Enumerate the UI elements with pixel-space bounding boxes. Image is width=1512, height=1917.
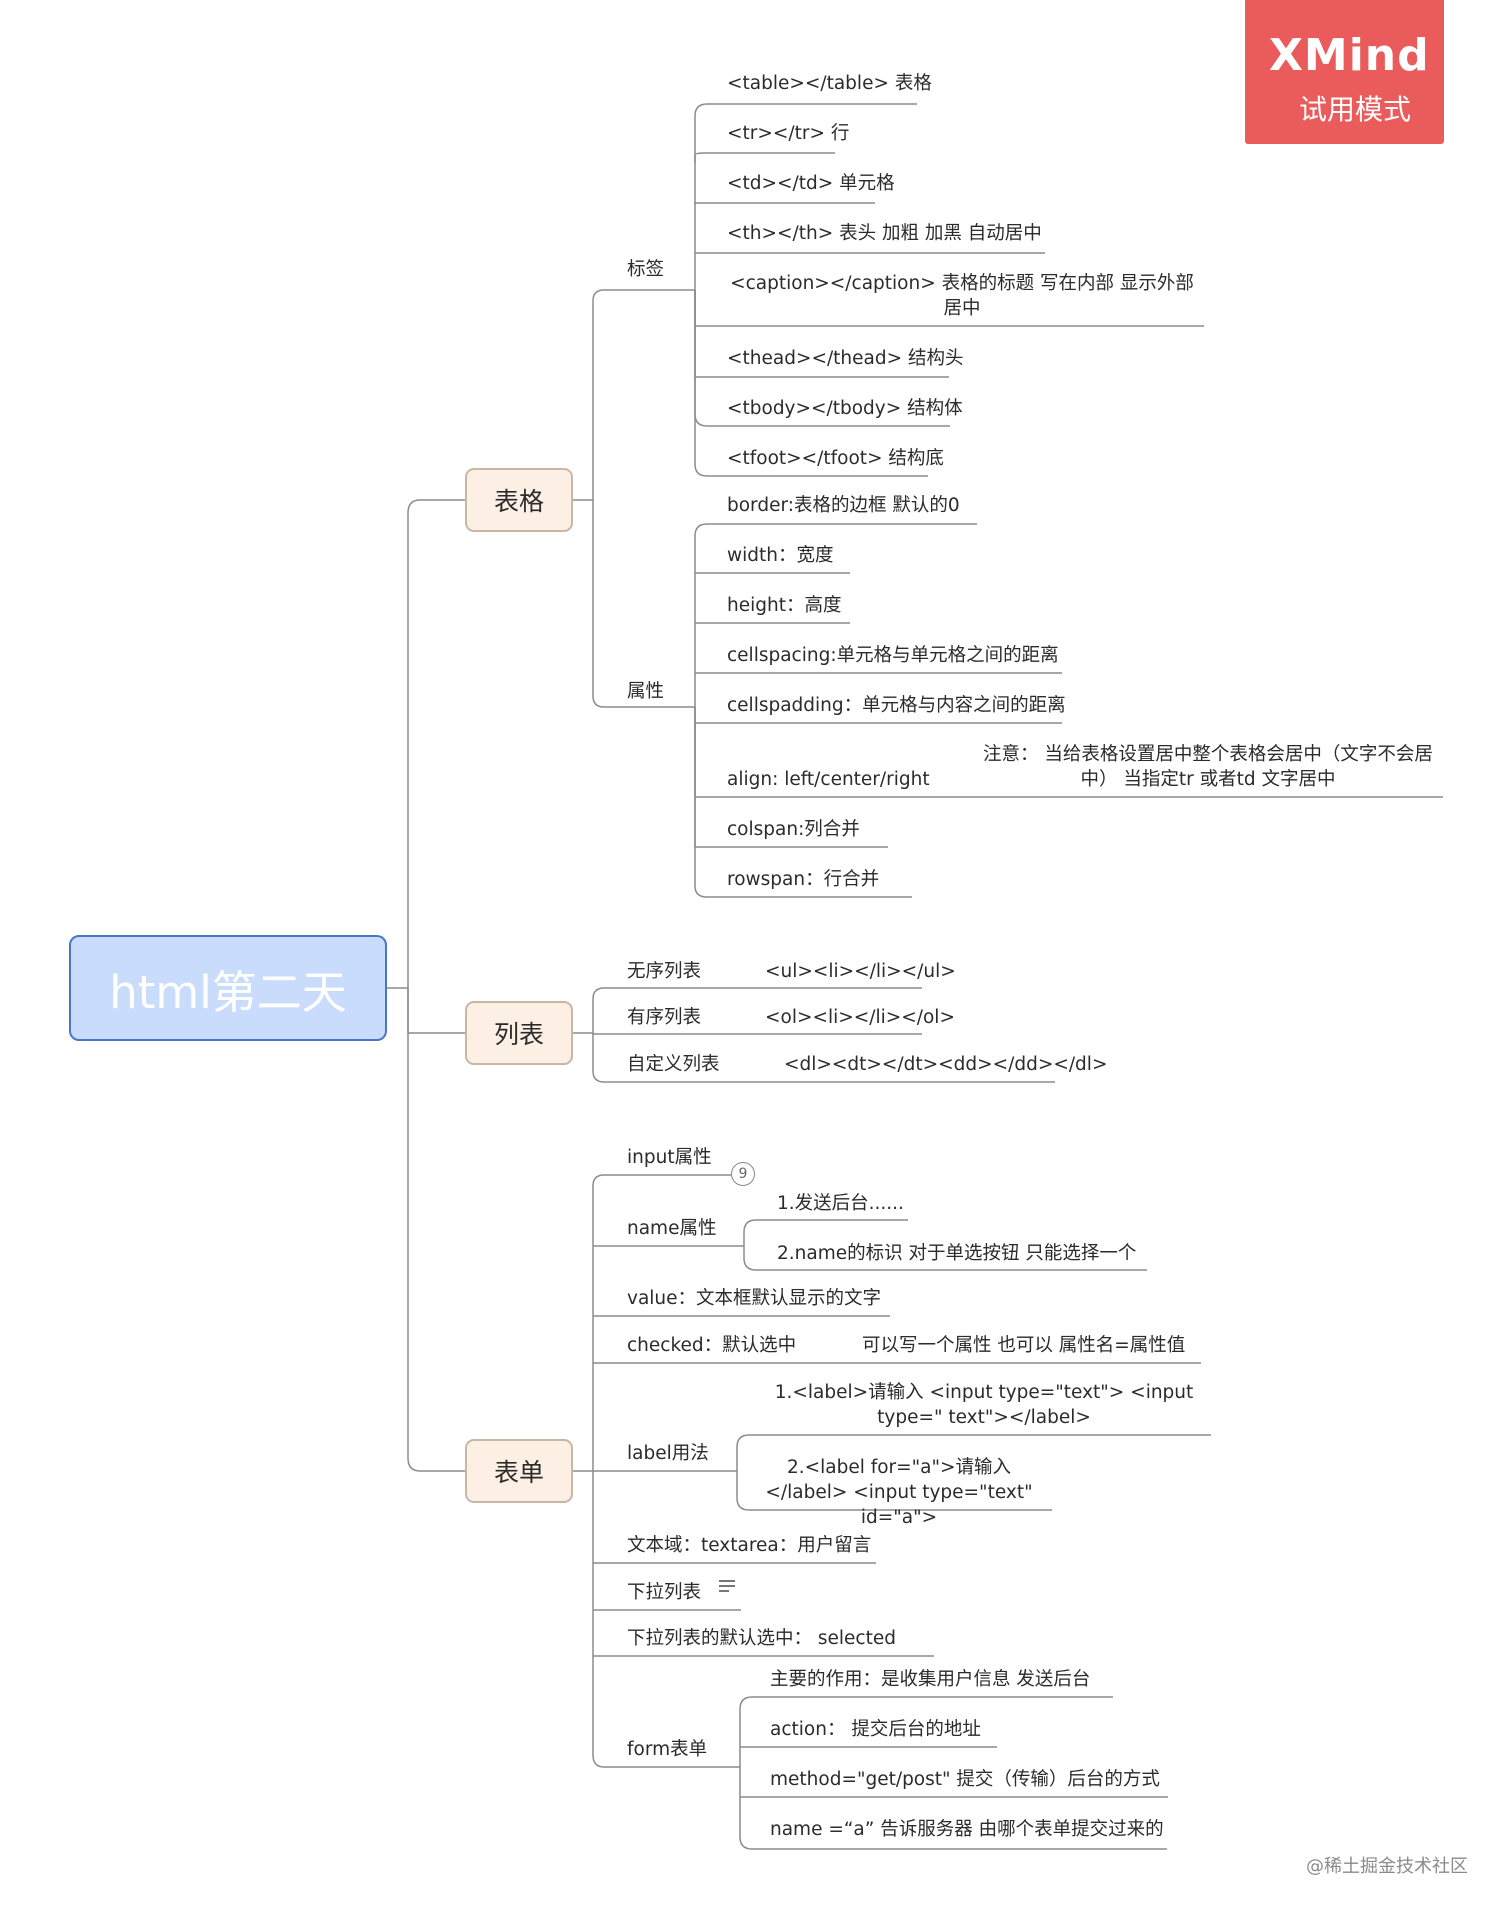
form-select-default[interactable]: 下拉列表的默认选中： selected bbox=[627, 1628, 896, 1649]
label-usage-item[interactable]: 1.<label>请输入 <input type="text"> <input … bbox=[774, 1382, 1194, 1428]
subtopic-attributes[interactable]: 属性 bbox=[627, 681, 665, 702]
list-type-name[interactable]: 无序列表 bbox=[627, 961, 702, 982]
form-value-attr[interactable]: value：文本框默认显示的文字 bbox=[627, 1288, 882, 1309]
form-tag-item[interactable]: action： 提交后台的地址 bbox=[770, 1719, 981, 1740]
tag-item[interactable]: <tfoot></tfoot> 结构底 bbox=[727, 448, 944, 469]
collapsed-count-badge[interactable]: 9 bbox=[731, 1162, 755, 1186]
attr-item[interactable]: width：宽度 bbox=[727, 545, 834, 566]
topic-table[interactable]: 表格 bbox=[465, 468, 573, 532]
form-checked[interactable]: checked：默认选中 bbox=[627, 1335, 797, 1356]
name-attr-item[interactable]: 2.name的标识 对于单选按钮 只能选择一个 bbox=[777, 1243, 1137, 1264]
list-type-name[interactable]: 自定义列表 bbox=[627, 1054, 720, 1075]
form-tag-item[interactable]: name =“a” 告诉服务器 由哪个表单提交过来的 bbox=[770, 1819, 1164, 1840]
badge-mode: 试用模式 bbox=[1299, 93, 1412, 126]
align-note[interactable]: 注意： 当给表格设置居中整个表格会居中（文字不会居中） 当指定tr 或者td 文… bbox=[983, 744, 1433, 790]
tag-item[interactable]: <tr></tr> 行 bbox=[727, 123, 850, 144]
form-tag-item[interactable]: 主要的作用：是收集用户信息 发送后台 bbox=[770, 1669, 1091, 1690]
form-form-tag[interactable]: form表单 bbox=[627, 1739, 708, 1760]
topic-list[interactable]: 列表 bbox=[465, 1001, 573, 1065]
tag-item[interactable]: <caption></caption> 表格的标题 写在内部 显示外部 居中 bbox=[730, 273, 1194, 319]
list-type-code[interactable]: <dl><dt></dt><dd></dd></dl> bbox=[784, 1054, 1108, 1075]
list-type-name[interactable]: 有序列表 bbox=[627, 1007, 702, 1028]
attr-item[interactable]: cellspadding：单元格与内容之间的距离 bbox=[727, 695, 1066, 716]
form-input-attr[interactable]: input属性 bbox=[627, 1147, 712, 1168]
tag-item[interactable]: <tbody></tbody> 结构体 bbox=[727, 398, 963, 419]
attr-item[interactable]: rowspan：行合并 bbox=[727, 869, 880, 890]
attr-item[interactable]: height：高度 bbox=[727, 595, 842, 616]
form-name-attr[interactable]: name属性 bbox=[627, 1218, 717, 1239]
form-tag-item[interactable]: method="get/post" 提交（传输）后台的方式 bbox=[770, 1769, 1160, 1790]
checked-note[interactable]: 可以写一个属性 也可以 属性名=属性值 bbox=[862, 1335, 1186, 1356]
form-textarea[interactable]: 文本域：textarea：用户留言 bbox=[627, 1535, 872, 1556]
watermark: @稀土掘金技术社区 bbox=[1306, 1856, 1468, 1877]
central-topic[interactable]: html第二天 bbox=[69, 935, 387, 1041]
attr-item-align[interactable]: align: left/center/right bbox=[727, 769, 930, 790]
xmind-trial-badge[interactable]: XMind 试用模式 bbox=[1245, 0, 1444, 144]
tag-item[interactable]: <table></table> 表格 bbox=[727, 73, 932, 94]
label-usage-item[interactable]: 2.<label for="a">请输入</label> <input type… bbox=[765, 1457, 1033, 1528]
attr-item[interactable]: border:表格的边框 默认的0 bbox=[727, 495, 960, 516]
tag-item[interactable]: <td></td> 单元格 bbox=[727, 173, 895, 194]
tag-item[interactable]: <thead></thead> 结构头 bbox=[727, 348, 964, 369]
attr-item[interactable]: cellspacing:单元格与单元格之间的距离 bbox=[727, 645, 1059, 666]
name-attr-item[interactable]: 1.发送后台...... bbox=[777, 1193, 904, 1214]
subtopic-tags[interactable]: 标签 bbox=[627, 259, 665, 280]
notes-icon[interactable] bbox=[718, 1578, 736, 1594]
form-label-usage[interactable]: label用法 bbox=[627, 1443, 709, 1464]
list-type-code[interactable]: <ol><li></li></ol> bbox=[765, 1007, 955, 1028]
list-type-code[interactable]: <ul><li></li></ul> bbox=[765, 961, 956, 982]
badge-brand: XMind bbox=[1269, 30, 1430, 81]
tag-item[interactable]: <th></th> 表头 加粗 加黑 自动居中 bbox=[727, 223, 1042, 244]
topic-form[interactable]: 表单 bbox=[465, 1439, 573, 1503]
form-select[interactable]: 下拉列表 bbox=[627, 1582, 702, 1603]
attr-item[interactable]: colspan:列合并 bbox=[727, 819, 860, 840]
